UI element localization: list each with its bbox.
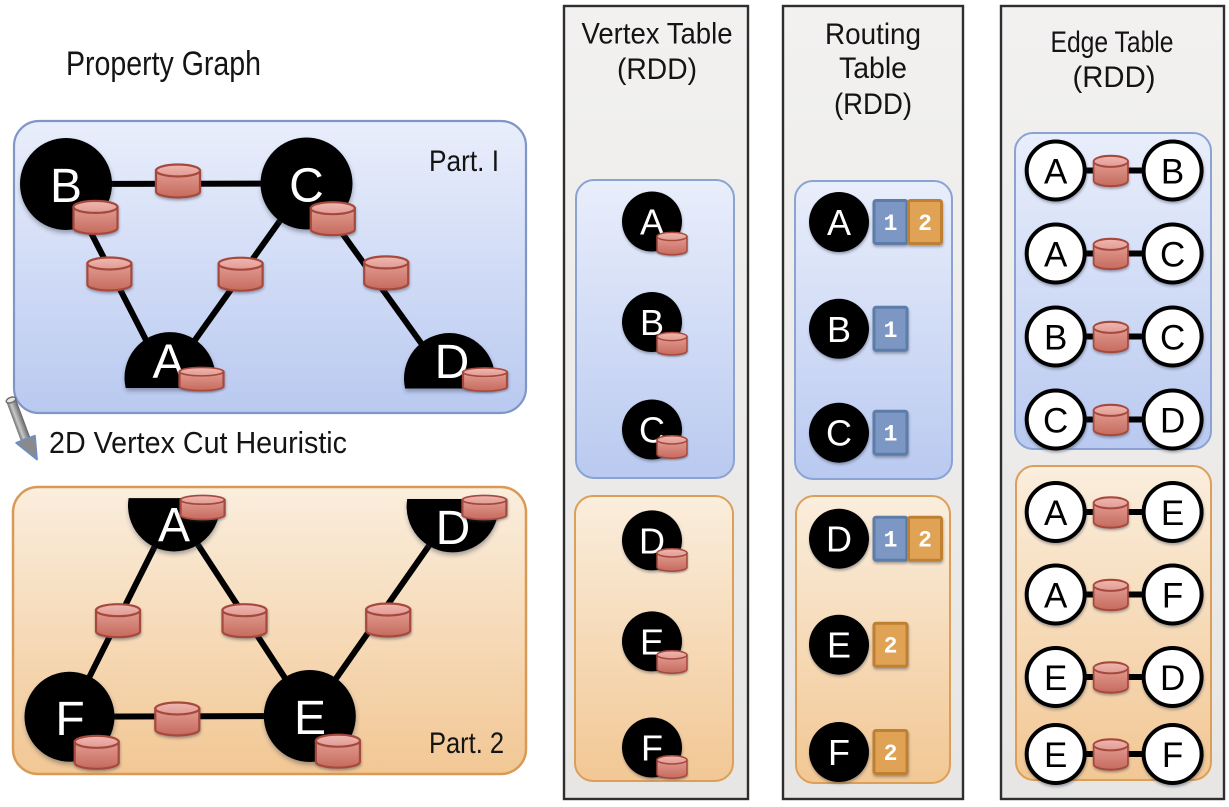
svg-text:A: A bbox=[1044, 577, 1068, 616]
svg-text:A: A bbox=[1044, 236, 1068, 275]
svg-text:2: 2 bbox=[884, 634, 898, 660]
svg-text:Part. I: Part. I bbox=[429, 145, 499, 178]
svg-text:B: B bbox=[1044, 319, 1067, 358]
svg-text:Part. 2: Part. 2 bbox=[429, 727, 504, 760]
svg-text:D: D bbox=[1160, 402, 1185, 441]
svg-text:Edge Table: Edge Table bbox=[1051, 26, 1174, 59]
svg-text:(RDD): (RDD) bbox=[834, 88, 912, 121]
svg-text:A: A bbox=[1044, 153, 1068, 192]
svg-text:Property Graph: Property Graph bbox=[66, 45, 261, 83]
svg-text:E: E bbox=[1044, 736, 1067, 775]
svg-text:B: B bbox=[827, 309, 851, 350]
svg-text:1: 1 bbox=[884, 422, 898, 448]
svg-text:D: D bbox=[1160, 659, 1185, 698]
svg-text:C: C bbox=[1160, 236, 1185, 275]
svg-text:E: E bbox=[1161, 494, 1184, 533]
svg-text:1: 1 bbox=[884, 318, 898, 344]
svg-text:A: A bbox=[827, 202, 851, 243]
svg-text:F: F bbox=[1162, 736, 1183, 775]
svg-text:Routing: Routing bbox=[825, 18, 921, 51]
svg-text:D: D bbox=[826, 519, 852, 560]
svg-text:F: F bbox=[1162, 577, 1183, 616]
svg-text:E: E bbox=[827, 625, 851, 666]
svg-text:(RDD): (RDD) bbox=[1073, 61, 1156, 94]
svg-text:C: C bbox=[826, 413, 852, 454]
svg-text:2: 2 bbox=[884, 741, 898, 767]
svg-text:Vertex Table: Vertex Table bbox=[582, 18, 733, 51]
svg-text:A: A bbox=[1044, 494, 1068, 533]
svg-text:2: 2 bbox=[918, 528, 932, 554]
svg-text:C: C bbox=[1160, 319, 1185, 358]
svg-text:2: 2 bbox=[918, 211, 932, 237]
svg-text:E: E bbox=[1044, 659, 1067, 698]
svg-text:1: 1 bbox=[884, 528, 898, 554]
svg-text:Table: Table bbox=[839, 52, 907, 85]
svg-text:F: F bbox=[828, 732, 850, 773]
svg-text:C: C bbox=[1043, 402, 1068, 441]
svg-text:(RDD): (RDD) bbox=[617, 53, 697, 86]
svg-text:2D Vertex Cut Heuristic: 2D Vertex Cut Heuristic bbox=[49, 425, 347, 460]
svg-text:B: B bbox=[1161, 153, 1184, 192]
svg-text:1: 1 bbox=[884, 211, 898, 237]
